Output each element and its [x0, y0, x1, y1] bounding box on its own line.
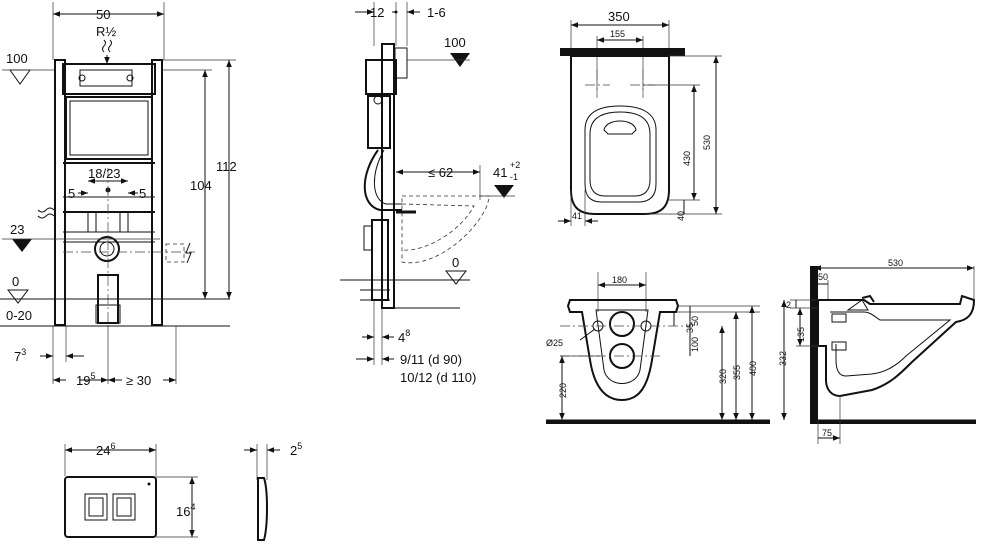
- side-floor-marker-icon: [444, 270, 468, 285]
- level-23-label: 23: [10, 222, 24, 237]
- base-dim-label: 75: [822, 428, 832, 438]
- dim-100-label: 100: [690, 337, 700, 352]
- frame-width-label: 50: [96, 7, 110, 22]
- side-level-0-label: 0: [452, 255, 459, 270]
- hole-spacing-label: 155: [610, 29, 625, 39]
- side-level-41-label: 41+2-1: [493, 160, 520, 182]
- height-112-label: 112: [216, 159, 237, 174]
- water-supply-icon: [102, 39, 112, 53]
- bowl-width-label: 350: [608, 9, 630, 24]
- bowl-back-view: 180 Ø25 35 50 100 320 355 400 220: [546, 272, 770, 424]
- inlet-dia-label: Ø25: [546, 338, 563, 348]
- dim-400-label: 400: [748, 361, 758, 376]
- hole-to-front-label: 430: [682, 151, 692, 166]
- frame-side-view: 12 1-6 100 ≤ 62 41+2-1 0 48 9/11 (d 90) …: [340, 2, 520, 385]
- flush-plate-view: 246 164 25: [64, 441, 302, 541]
- height-332-label: 332: [778, 351, 788, 366]
- flush-button-large: [112, 493, 136, 521]
- side-offset-label: 41: [572, 211, 582, 221]
- dim-320-label: 320: [718, 369, 728, 384]
- side-level-41-marker-icon: [494, 185, 514, 198]
- frame-depth-label: 12: [370, 5, 384, 20]
- side-length-label: 530: [888, 258, 903, 268]
- pipe-size-a-label: 9/11 (d 90): [400, 352, 462, 367]
- drain-offset-label: 195: [76, 371, 95, 388]
- small-dim-label: 2: [786, 300, 791, 310]
- pipe-size-b-label: 10/12 (d 110): [400, 370, 476, 385]
- bowl-top-view: 350 155 530 430 40 41: [558, 9, 722, 226]
- water-inlet-icon: [37, 207, 55, 219]
- level-filled-marker-icon: [12, 239, 32, 252]
- adjust-range-label: 1-6: [427, 5, 446, 20]
- side-level-100-label: 100: [444, 35, 466, 50]
- flush-plate: [64, 476, 157, 538]
- plate-depth-label: 25: [290, 441, 302, 458]
- bolt-offset-right-label: 5: [139, 186, 146, 201]
- edge-offset-label: 40: [676, 211, 686, 221]
- level-100-label: 100: [6, 51, 28, 66]
- height-104-label: 104: [190, 178, 212, 193]
- bowl-side-view: 530 50 2 135 332 75: [778, 258, 976, 444]
- rear-dim-label: 50: [818, 272, 828, 282]
- bolt-spacing-label: 18/23: [88, 166, 121, 181]
- plate-height-label: 164: [176, 502, 195, 519]
- plate-width-label: 246: [96, 441, 115, 458]
- reach-label: ≤ 62: [428, 165, 453, 180]
- floor-level-marker-icon: [6, 289, 30, 304]
- level-0-label: 0: [12, 274, 19, 289]
- dim-355-label: 355: [732, 365, 742, 380]
- level-marker-icon: [9, 69, 31, 85]
- side-gap-label: 48: [398, 328, 410, 345]
- dim-135-label: 135: [796, 327, 806, 342]
- flush-plate-profile: [257, 477, 268, 541]
- dim-220-label: 220: [558, 383, 568, 398]
- min-width-label: ≥ 30: [126, 373, 151, 388]
- frame-front-view: 50 R½ 100 23 0 0-20 104 112: [0, 2, 237, 388]
- foot-offset-label: 73: [14, 347, 26, 364]
- level-range-label: 0-20: [6, 308, 32, 323]
- flush-button-small: [84, 493, 108, 521]
- logo-dot-icon: [147, 482, 151, 486]
- thread-size-label: R½: [96, 24, 116, 39]
- bolt-offset-left-label: 5: [68, 186, 75, 201]
- bowl-length-label: 530: [702, 135, 712, 150]
- inlet-spacing-label: 180: [612, 275, 627, 285]
- electric-icon: [185, 242, 192, 264]
- dim-50-label: 50: [690, 316, 700, 326]
